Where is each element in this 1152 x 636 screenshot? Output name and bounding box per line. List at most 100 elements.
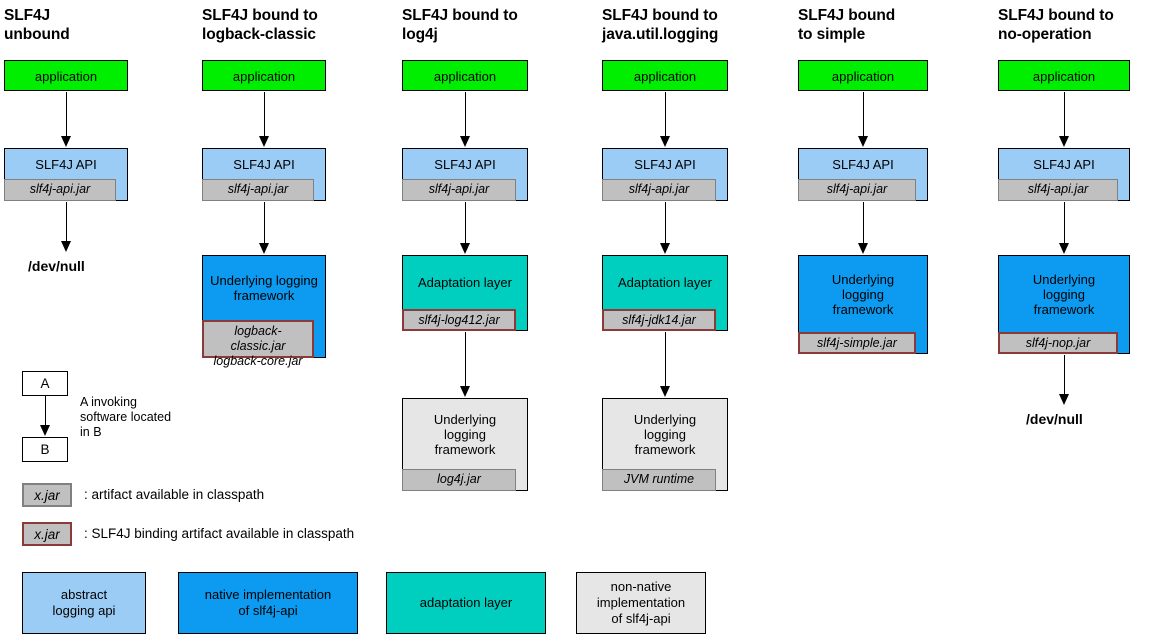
node-jul-adaptation: Adaptation layer slf4j-jdk14.jar: [602, 255, 728, 331]
node-label: Adaptation layer: [618, 275, 712, 290]
node-label: application: [433, 69, 497, 84]
arrow-head: [259, 243, 269, 254]
node-label: Underlying logging framework: [210, 273, 318, 303]
arrow-shaft: [665, 202, 666, 244]
arrow-shaft: [264, 202, 265, 244]
arrow-head: [460, 386, 470, 397]
arrow-logback-classic-1: [259, 92, 269, 147]
color-key-non-native-impl: non-native implementation of slf4j-api: [576, 572, 706, 634]
artifact-chip-slf4j-api: slf4j-api.jar: [602, 179, 716, 201]
artifact-chip-adaptation: slf4j-jdk14.jar: [602, 309, 716, 331]
node-label: application: [34, 69, 98, 84]
node-simple-application: application: [798, 60, 928, 91]
arrow-shaft: [465, 332, 466, 387]
node-label: Underlying logging framework: [831, 271, 895, 317]
arrow-shaft: [465, 202, 466, 244]
arrow-shaft: [863, 202, 864, 244]
arrow-head: [460, 243, 470, 254]
arrow-jul-2: [660, 202, 670, 254]
node-unbound-application: application: [4, 60, 128, 91]
node-simple-underlying: Underlying logging framework slf4j-simple…: [798, 255, 928, 354]
arrow-shaft: [665, 332, 666, 387]
legend-arrow-a-to-b: [40, 396, 50, 436]
artifact-chip-slf4j-api: slf4j-api.jar: [202, 179, 314, 201]
node-label: Underlying logging framework: [633, 411, 697, 457]
arrow-log4j-2: [460, 202, 470, 254]
node-logback-classic-underlying: Underlying logging framework logback-clas…: [202, 255, 326, 368]
arrow-shaft: [465, 92, 466, 137]
node-log4j-slf4j-api: SLF4J API slf4j-api.jar: [402, 148, 528, 201]
arrow-shaft: [665, 92, 666, 137]
arrow-shaft: [66, 202, 67, 242]
arrow-nop-1: [1059, 92, 1069, 147]
terminal-devnull-nop: /dev/null: [1026, 411, 1083, 427]
node-label: SLF4J API: [233, 156, 295, 172]
arrow-shaft: [1064, 355, 1065, 395]
arrow-head: [1059, 136, 1069, 147]
artifact-chip-underlying: log4j.jar: [402, 469, 516, 491]
arrow-log4j-3: [460, 332, 470, 397]
artifact-chip-slf4j-api: slf4j-api.jar: [998, 179, 1118, 201]
arrow-jul-3: [660, 332, 670, 397]
node-logback-classic-slf4j-api: SLF4J API slf4j-api.jar: [202, 148, 326, 201]
node-label: Underlying logging framework: [433, 411, 497, 457]
artifact-chip-slf4j-api: slf4j-api.jar: [4, 179, 116, 201]
arrow-head: [660, 386, 670, 397]
color-key-native-impl: native implementation of slf4j-api: [178, 572, 358, 634]
node-logback-classic-application: application: [202, 60, 326, 91]
node-unbound-slf4j-api: SLF4J API slf4j-api.jar: [4, 148, 128, 201]
node-jul-slf4j-api: SLF4J API slf4j-api.jar: [602, 148, 728, 201]
column-title-nop: SLF4J bound to no-operation: [998, 7, 1114, 43]
arrow-head: [460, 136, 470, 147]
node-label: application: [1032, 69, 1096, 84]
arrow-shaft: [1064, 202, 1065, 244]
arrow-head: [1059, 243, 1069, 254]
arrow-head: [858, 136, 868, 147]
arrow-head: [40, 425, 50, 436]
arrow-shaft: [1064, 92, 1065, 137]
node-nop-slf4j-api: SLF4J API slf4j-api.jar: [998, 148, 1130, 201]
node-label: SLF4J API: [35, 156, 97, 172]
artifact-chip-slf4j-api: slf4j-api.jar: [798, 179, 916, 201]
legend-binding-artifact-caption: : SLF4J binding artifact available in cl…: [84, 526, 355, 541]
arrow-shaft: [264, 92, 265, 137]
node-log4j-application: application: [402, 60, 528, 91]
node-log4j-underlying: Underlying logging framework log4j.jar: [402, 398, 528, 491]
arrow-unbound-1: [61, 92, 71, 147]
arrow-jul-1: [660, 92, 670, 147]
node-label: application: [232, 69, 296, 84]
terminal-devnull-unbound: /dev/null: [28, 258, 85, 274]
node-label: application: [633, 69, 697, 84]
arrow-head: [660, 243, 670, 254]
artifact-chip-underlying: JVM runtime: [602, 469, 716, 491]
artifact-chip-underlying: logback-classic.jar logback-core.jar: [202, 320, 314, 368]
column-title-simple: SLF4J bound to simple: [798, 7, 896, 43]
column-title-jul: SLF4J bound to java.util.logging: [602, 7, 719, 43]
legend-box-b: B: [22, 437, 68, 462]
artifact-chip-underlying: slf4j-simple.jar: [798, 332, 916, 354]
arrow-nop-terminal: [1059, 355, 1069, 405]
column-title-logback-classic: SLF4J bound to logback-classic: [202, 7, 318, 43]
arrow-nop-2: [1059, 202, 1069, 254]
artifact-chip-slf4j-api: slf4j-api.jar: [402, 179, 516, 201]
node-nop-application: application: [998, 60, 1130, 91]
arrow-head: [660, 136, 670, 147]
legend-artifact-caption: : artifact available in classpath: [84, 487, 265, 502]
arrow-simple-2: [858, 202, 868, 254]
arrow-unbound-terminal: [61, 202, 71, 252]
node-label: SLF4J API: [434, 156, 496, 172]
column-title-log4j: SLF4J bound to log4j: [402, 7, 518, 43]
node-label: SLF4J API: [1033, 156, 1095, 172]
arrow-head: [259, 136, 269, 147]
legend-artifact-chip: x.jar: [22, 483, 72, 507]
arrow-log4j-1: [460, 92, 470, 147]
arrow-shaft: [863, 92, 864, 137]
legend-box-a: A: [22, 371, 68, 396]
column-title-unbound: SLF4J unbound: [4, 7, 70, 43]
node-label: application: [831, 69, 895, 84]
node-label: SLF4J API: [634, 156, 696, 172]
